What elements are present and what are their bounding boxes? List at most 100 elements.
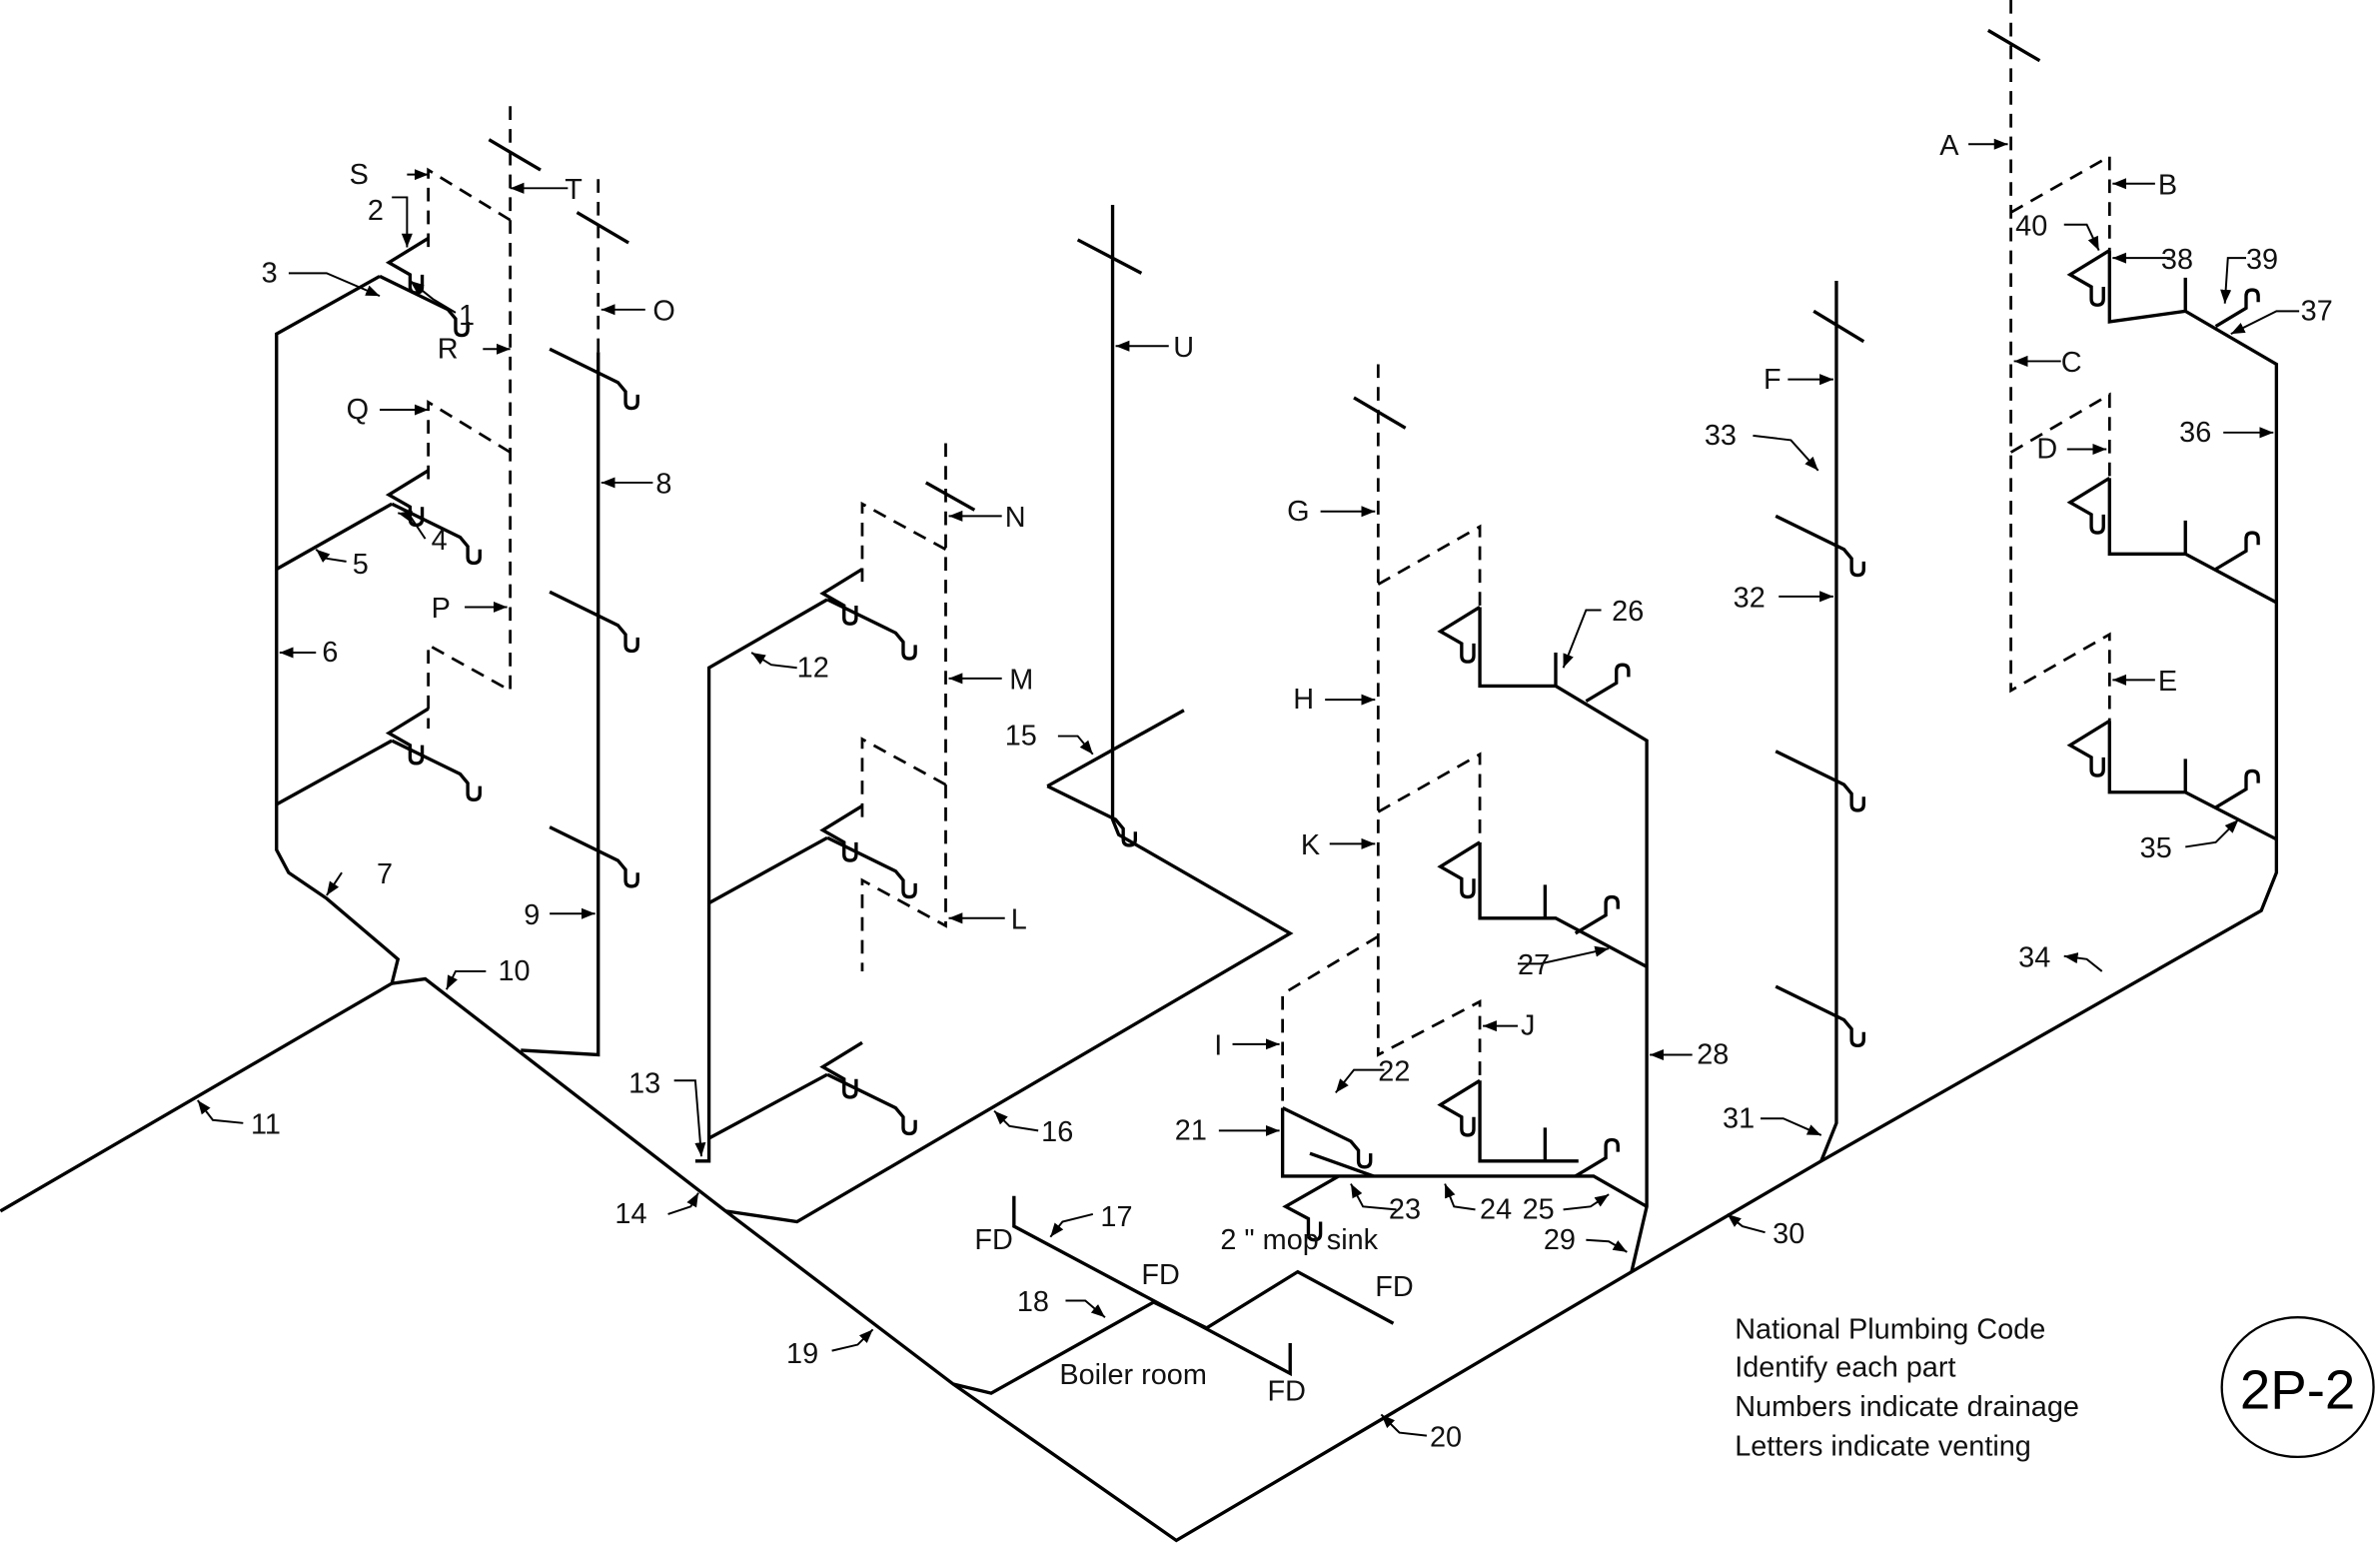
- floor-drain-label: FD: [1141, 1259, 1179, 1291]
- label-38: 38: [2161, 244, 2193, 276]
- fixture-trap-icon: [549, 347, 639, 411]
- floor-drain-label: FD: [1267, 1376, 1305, 1408]
- label-1: 1: [459, 300, 475, 332]
- label-29: 29: [1544, 1224, 1576, 1256]
- label-9: 9: [524, 899, 540, 931]
- sheet-id-circle: [2220, 1316, 2375, 1459]
- fixture-trap-icon: [1775, 750, 1865, 812]
- fixture-trap-icon: [1543, 1127, 1620, 1178]
- label-H: H: [1293, 684, 1314, 716]
- label-33: 33: [1705, 420, 1737, 452]
- label-K: K: [1301, 829, 1320, 861]
- label-C: C: [2061, 347, 2082, 379]
- label-S: S: [350, 159, 369, 191]
- label-P: P: [432, 593, 451, 625]
- branch-13-mid: [707, 835, 828, 905]
- fixture-trap-icon: [385, 469, 430, 528]
- label-A: A: [1939, 130, 1959, 162]
- floor-drain-label: FD: [1375, 1271, 1413, 1303]
- stack-13: [694, 598, 828, 1163]
- fixture-trap-icon: [391, 502, 482, 566]
- fixture-trap-icon: [2183, 277, 2260, 328]
- label-19: 19: [786, 1338, 818, 1370]
- label-15: 15: [1005, 721, 1037, 753]
- floor-drain-label: FD: [974, 1224, 1012, 1256]
- branch-mid-36: [2107, 478, 2278, 605]
- label-17: 17: [1100, 1201, 1132, 1233]
- mop-sink-note: 2 " mop sink: [1220, 1224, 1378, 1256]
- label-B: B: [2158, 169, 2177, 201]
- title-block: National Plumbing Code Identify each par…: [1735, 1313, 2375, 1462]
- label-35: 35: [2140, 832, 2172, 864]
- label-6: 6: [322, 637, 338, 669]
- label-21: 21: [1175, 1115, 1207, 1147]
- label-T: T: [565, 174, 583, 206]
- fixture-trap-icon: [826, 835, 917, 899]
- label-28: 28: [1697, 1039, 1729, 1071]
- label-3: 3: [262, 257, 278, 289]
- stack-8-9: [521, 352, 600, 1057]
- label-23: 23: [1389, 1193, 1421, 1225]
- label-M: M: [1009, 664, 1033, 696]
- label-27: 27: [1518, 949, 1550, 981]
- label-8: 8: [655, 469, 671, 501]
- fixture-trap-icon: [819, 1040, 863, 1099]
- fixture-trap-icon: [1281, 1106, 1373, 1169]
- fixture-trap-icon: [1437, 840, 1481, 899]
- branch-24: [1478, 1080, 1579, 1163]
- fixture-trap-icon: [1543, 884, 1620, 935]
- fixture-trap-icon: [549, 825, 639, 888]
- fixture-trap-icon: [2066, 719, 2111, 777]
- label-10: 10: [498, 955, 530, 987]
- fixture-trap-icon: [1775, 514, 1865, 578]
- label-4: 4: [432, 525, 448, 557]
- label-R: R: [438, 333, 459, 365]
- label-14: 14: [614, 1198, 646, 1230]
- title-line-4: Letters indicate venting: [1735, 1430, 2031, 1462]
- fixture-trap-icon: [2183, 759, 2260, 809]
- annotations: 2 " mop sink Boiler room FD FD FD FD: [974, 1224, 1413, 1408]
- label-30: 30: [1773, 1218, 1804, 1250]
- label-32: 32: [1734, 582, 1766, 614]
- label-G: G: [1287, 496, 1309, 528]
- fixture-trap-icon: [1282, 1174, 1340, 1242]
- label-U: U: [1173, 332, 1194, 364]
- stack-32: [1819, 280, 1838, 1162]
- label-2: 2: [368, 195, 384, 227]
- label-31: 31: [1723, 1102, 1755, 1134]
- label-39: 39: [2246, 244, 2278, 276]
- branch-lower-left: [275, 739, 393, 806]
- fixture-trap-icon: [2066, 476, 2111, 535]
- mop-sink-23: [1309, 1151, 1375, 1178]
- vent-piping: [427, 0, 2111, 1108]
- title-line-1: National Plumbing Code: [1735, 1313, 2045, 1345]
- label-24: 24: [1480, 1193, 1512, 1225]
- label-20: 20: [1430, 1421, 1462, 1453]
- label-16: 16: [1041, 1116, 1073, 1148]
- label-40: 40: [2015, 210, 2047, 242]
- label-5: 5: [353, 549, 369, 581]
- label-11: 11: [251, 1108, 281, 1140]
- fixture-trap-icon: [1554, 653, 1631, 704]
- fixture-trap-icon: [1437, 606, 1481, 664]
- branch-5: [275, 502, 394, 571]
- fixture-trap-icon: [1775, 984, 1865, 1048]
- fixture-trap-icon: [2066, 249, 2111, 307]
- branch-35: [2107, 721, 2278, 841]
- boiler-room-note: Boiler room: [1059, 1359, 1206, 1391]
- fixture-trap-icon: [385, 707, 430, 766]
- label-22: 22: [1378, 1055, 1410, 1087]
- drainage-piping: [0, 205, 2279, 1543]
- label-37: 37: [2301, 295, 2333, 327]
- label-25: 25: [1523, 1193, 1555, 1225]
- label-26: 26: [1612, 596, 1644, 628]
- fixture-trap-icon: [391, 739, 482, 802]
- branch-16: [725, 205, 1294, 1224]
- label-D: D: [2036, 434, 2057, 466]
- label-7: 7: [377, 858, 393, 890]
- fixture-trap-icon: [826, 598, 917, 661]
- label-12: 12: [797, 652, 829, 684]
- label-N: N: [1005, 502, 1026, 534]
- label-18: 18: [1017, 1286, 1049, 1318]
